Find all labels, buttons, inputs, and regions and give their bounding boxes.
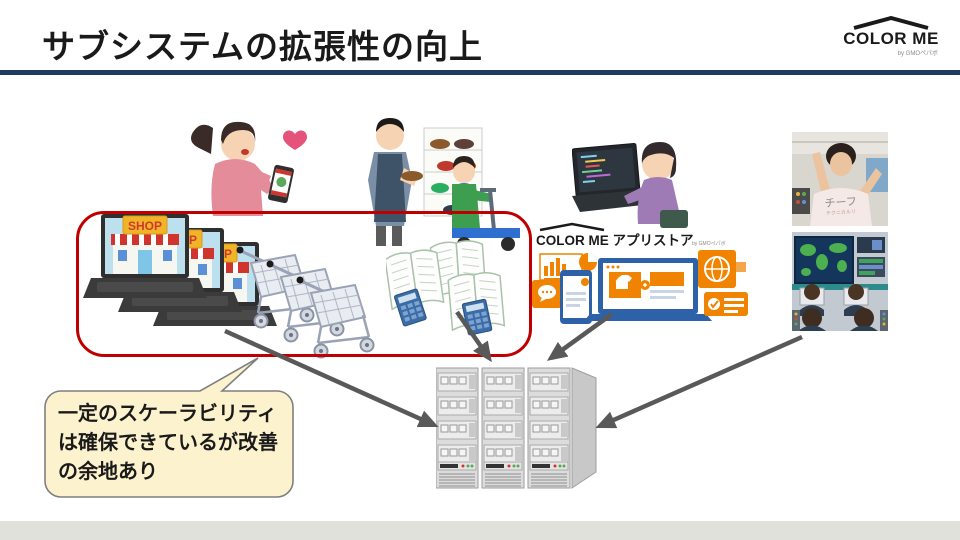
page-title: サブシステムの拡張性の向上 xyxy=(42,28,484,65)
tshirt-text-2: テクニカルリ xyxy=(826,209,856,217)
rack-side-face xyxy=(571,367,597,489)
colorme-logo-text: COLOR ME xyxy=(843,29,939,48)
raised-arm xyxy=(812,152,830,196)
note-line: 一定のスケーラビリティ xyxy=(58,403,277,425)
apron xyxy=(374,154,406,222)
tshirt xyxy=(810,188,872,226)
shop-staff-illustration xyxy=(368,118,520,251)
note-line: の余地あり xyxy=(58,461,158,483)
smartphone xyxy=(268,164,294,204)
team-member-photo: チーフ テクニカルリ xyxy=(792,132,888,226)
tshirt-text-1: チーフ xyxy=(824,195,857,210)
cushion xyxy=(660,210,688,228)
monitoring-room-illustration xyxy=(792,232,888,331)
appstore-logo-byline: by GMOペパボ xyxy=(692,240,726,247)
code-laptop xyxy=(572,142,641,198)
roof-icon xyxy=(853,16,929,30)
footer-bar xyxy=(0,521,960,540)
clerk-head xyxy=(376,122,404,150)
subsystem-highlight-box xyxy=(76,211,532,357)
chat-card xyxy=(532,280,562,308)
colorme-logo-byline: by GMOペパボ xyxy=(897,51,938,57)
globe-card xyxy=(698,250,746,288)
appstore-logo-text: COLOR ME アプリストア xyxy=(536,233,694,248)
roof-icon xyxy=(539,222,605,232)
programmer-illustration xyxy=(572,142,688,228)
server-racks-illustration xyxy=(436,367,597,489)
title-divider xyxy=(0,70,960,75)
worker-head xyxy=(453,161,475,183)
heart-icon xyxy=(283,130,307,150)
world-map-screen xyxy=(794,236,854,284)
operators xyxy=(798,284,878,331)
colorme-logo: COLOR ME by GMOペパボ xyxy=(836,16,946,57)
camera-rig xyxy=(792,188,810,214)
ponytail xyxy=(191,124,213,154)
appstore-illustration: COLOR ME アプリストア by GMOペパボ xyxy=(532,222,748,324)
store-laptop xyxy=(584,258,712,321)
woman-smartphone-illustration xyxy=(191,121,307,216)
smartphone-card xyxy=(560,270,592,324)
arrow-team-to-server xyxy=(595,334,803,429)
check-card xyxy=(704,292,748,316)
note-text: 一定のスケーラビリティ は確保できているが改善 の余地あり xyxy=(58,400,290,487)
note-line: は確保できているが改善 xyxy=(58,432,278,454)
